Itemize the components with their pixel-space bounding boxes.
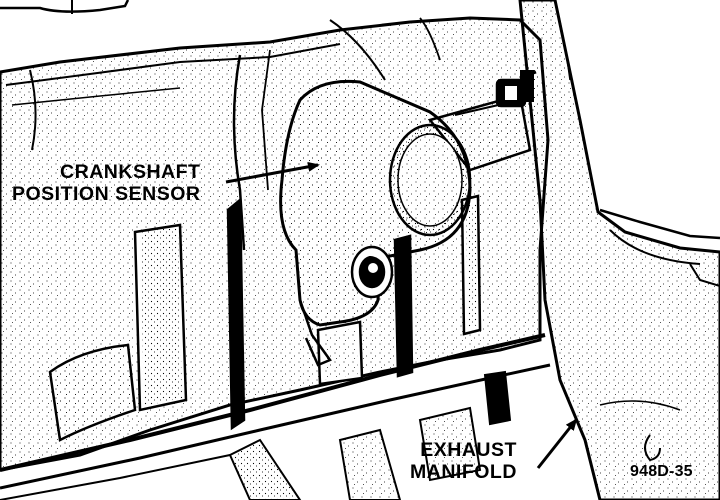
sensor-mounting-bolt <box>350 245 394 299</box>
exhaust-label-line2: MANIFOLD <box>410 460 517 483</box>
exhaust-manifold-label: EXHAUST MANIFOLD <box>410 439 517 484</box>
callout-leaders <box>225 161 578 469</box>
top-bracket <box>0 0 130 14</box>
crankshaft-sensor <box>279 79 472 367</box>
crankshaft-sensor-leader <box>225 161 320 184</box>
exhaust-manifold-leader <box>536 418 578 469</box>
crankshaft-label-line2: POSITION SENSOR <box>12 182 201 205</box>
crankshaft-position-sensor-label: CRANKSHAFT POSITION SENSOR <box>12 161 201 206</box>
exhaust-label-line1: EXHAUST <box>420 439 517 461</box>
manifold-slots <box>133 194 482 431</box>
crankshaft-label-line1: CRANKSHAFT <box>60 161 201 183</box>
figure-code: 948D-35 <box>630 463 693 480</box>
lower-left-body <box>48 343 137 442</box>
exhaust-manifold-body <box>518 0 720 500</box>
lower-structure <box>228 370 512 500</box>
